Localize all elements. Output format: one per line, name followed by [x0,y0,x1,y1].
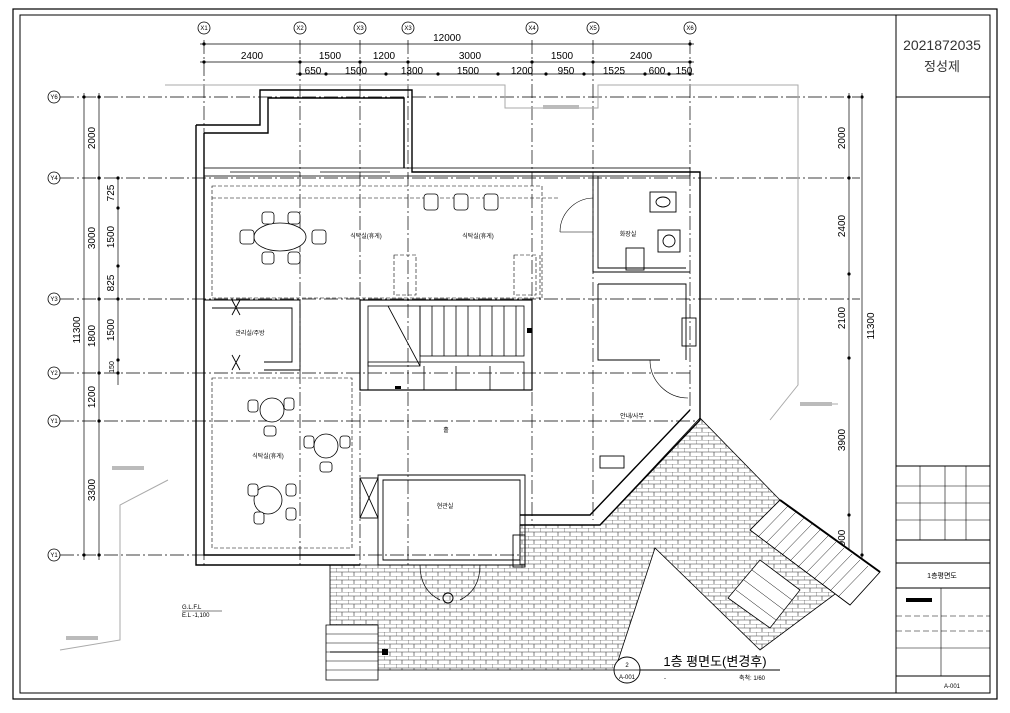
room-label-hall: 현관실 [437,502,454,510]
grid-y2: Y2 [50,371,58,377]
dim-top-r2-1: 1500 [345,66,368,77]
dim-top-r1-1: 1500 [319,51,342,62]
step-marker [382,649,388,655]
student-id: 2021872035 [903,37,981,53]
dim-top-r2-7: 600 [649,66,666,77]
dim-left-i3: 1500 [106,318,117,341]
grid-x5: X5 [589,26,597,32]
grid-y4: Y4 [50,176,58,182]
grid-x1: X1 [200,26,208,32]
gray-markers [66,105,832,640]
dim-left-o4: 3300 [87,478,98,501]
left-dimension-ticks [82,95,120,557]
left-dimension-lines [83,93,119,560]
room-label-dining1: 식탁실(휴게) [350,232,382,240]
entry-steps-lines [326,633,385,671]
grid-x3b: X3 [404,26,412,32]
dim-right-o1: 2400 [837,214,848,237]
room-label-office: 관리실/주방 [235,329,265,337]
grid-y1b: Y1 [50,553,58,559]
drawing-name: 1층평면도 [927,571,957,580]
left-inner-room [204,299,301,371]
dim-top-r2-4: 1200 [511,66,534,77]
grid-x2: X2 [296,26,304,32]
outer-frame [12,8,998,700]
dim-top-r2-0: 650 [305,66,322,77]
toilet-room [559,176,690,273]
desk-room [597,283,697,469]
room-label-desk: 안내/사무 [620,412,644,420]
grid-x6: X6 [686,26,694,32]
top-dimension-ticks [202,42,692,76]
right-dimension-lines [848,93,863,560]
dim-top-r1-5: 2400 [630,51,653,62]
dim-top-total: 12000 [433,33,461,44]
dim-left-o3: 1200 [87,385,98,408]
level-gl: G.L.F.L [182,605,202,611]
brick-terrace [329,417,871,671]
grid-bubbles-left [47,90,61,562]
grid-x4: X4 [528,26,536,32]
stair-marker-2 [395,386,401,389]
dim-top-r2-6: 1525 [603,66,626,77]
building-walls [195,89,701,566]
dim-right-o4: 900 [837,529,848,546]
room-label-toilet: 화장실 [620,230,637,238]
grid-y3: Y3 [50,297,58,303]
dim-left-i0: 725 [106,184,117,201]
grid-y6: Y6 [50,95,58,101]
drawing-title-block [613,656,780,684]
dim-left-i2: 825 [106,274,117,291]
dim-top-r1-4: 1500 [551,51,574,62]
inner-frame [19,14,991,694]
sheet-number: A-001 [944,684,961,690]
dim-right-o2: 2100 [837,306,848,329]
dim-left-o1: 3000 [87,226,98,249]
entry-marker [442,592,454,604]
dim-left-i4: 150 [109,361,116,373]
grid-bubbles-top [197,21,697,35]
dim-left-o0: 2000 [87,126,98,149]
interior-dashed-lines [211,185,560,549]
right-dimension-ticks [847,95,864,557]
dim-top-r2-5: 950 [558,66,575,77]
dim-top-r1-3: 3000 [459,51,482,62]
dim-right-o3: 3900 [837,428,848,451]
entry-doors [419,564,481,601]
dim-top-r2-3: 1500 [457,66,480,77]
top-dimension-lines [200,43,694,75]
stair-marker [527,328,532,333]
entry-steps [325,624,379,681]
entrance-vestibule [359,474,526,568]
drawing-title: 1층 평면도(변경후) [663,654,766,669]
dim-top-r2-8: 150 [676,66,693,77]
drawing-scale: 축척: 1/60 [739,674,766,682]
furniture [239,193,499,525]
level-el: E.L -1,100 [182,613,210,619]
detail-sheet: A-001 [619,675,636,681]
student-name: 정성제 [924,59,960,74]
dim-right-total: 11300 [866,312,877,340]
central-stair [359,299,533,391]
grid-y1a: Y1 [50,419,58,425]
room-label-dining3: 식탁실(휴게) [252,452,284,460]
dim-left-total: 11300 [72,316,83,344]
external-stair-treads [735,505,869,621]
title-block [895,15,990,693]
dim-top-r1-0: 2400 [241,51,264,62]
grid-x3a: X3 [356,26,364,32]
room-label-center: 홀 [443,426,449,434]
window-wall-top [203,167,691,177]
detail-number: 2 [625,663,629,669]
dim-top-r1-2: 1200 [373,51,396,62]
drawing-dash: - [664,676,666,682]
dim-left-o2: 1800 [87,324,98,347]
dim-left-i1: 1500 [106,225,117,248]
room-label-dining2: 식탁실(휴게) [462,232,494,240]
dim-top-r2-2: 1300 [401,66,424,77]
dim-right-o0: 2000 [837,126,848,149]
